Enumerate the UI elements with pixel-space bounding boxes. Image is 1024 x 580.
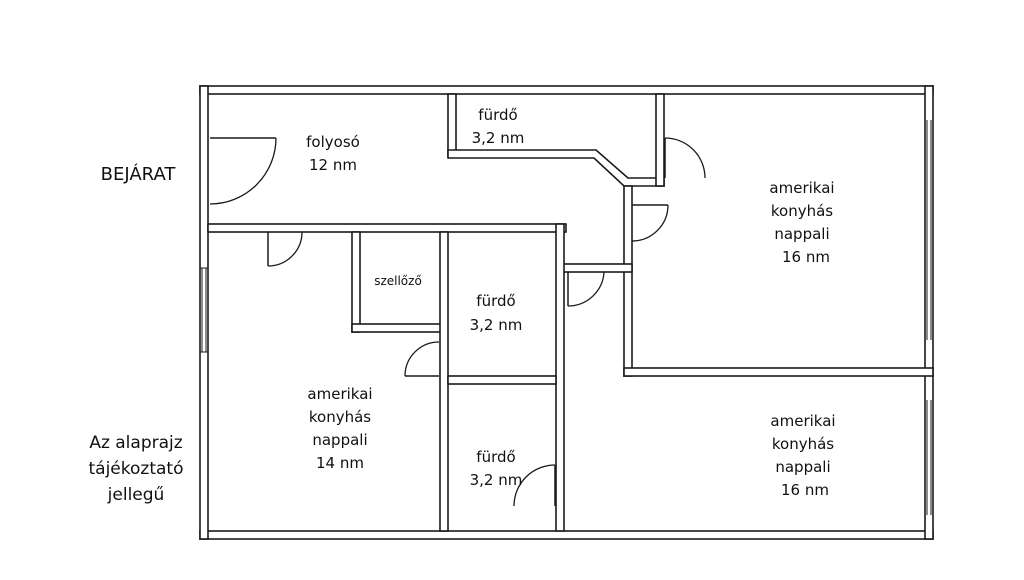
door-living-bottom-right — [567, 271, 605, 307]
wall-vent-bottom — [351, 323, 447, 333]
living-left-line-1: amerikai — [307, 385, 372, 403]
living-left-line-2: konyhás — [309, 408, 371, 426]
window-right-top — [926, 120, 932, 340]
outer-walls — [199, 85, 934, 540]
door-living-left — [267, 231, 303, 267]
wall-right — [924, 85, 934, 540]
bath-bottom-name: fürdő — [476, 448, 515, 466]
living-br-line-2: konyhás — [772, 435, 834, 453]
living-left-line-3: nappali — [312, 431, 367, 449]
living-tr-area: 16 nm — [782, 248, 830, 266]
doors — [209, 137, 706, 507]
interior-walls — [207, 93, 934, 532]
bath-bottom-area: 3,2 nm — [470, 471, 523, 489]
wall-bottom — [199, 530, 934, 540]
hallway-area: 12 nm — [309, 156, 357, 174]
wall-vent-left — [351, 231, 361, 333]
wall-bath-top-bottom — [447, 149, 665, 187]
living-br-area: 16 nm — [781, 481, 829, 499]
room-label-bath-bottom: fürdő 3,2 nm — [470, 448, 523, 489]
wall-living-tr-bottom — [623, 367, 934, 377]
room-label-living-left: amerikai konyhás nappali 14 nm — [307, 385, 372, 472]
living-tr-line-1: amerikai — [769, 179, 834, 197]
hallway-name: folyosó — [306, 133, 360, 151]
bath-middle-area: 3,2 nm — [470, 316, 523, 334]
wall-bath-top-left — [447, 93, 457, 157]
room-label-hallway: folyosó 12 nm — [306, 133, 360, 174]
door-bath-top — [664, 137, 706, 179]
room-label-bath-middle: fürdő 3,2 nm — [470, 292, 523, 334]
room-label-living-bottom-right: amerikai konyhás nappali 16 nm — [770, 412, 835, 499]
room-label-vent: szellőző — [374, 274, 422, 288]
entrance-label: BEJÁRAT — [100, 164, 176, 185]
note-line-2: tájékoztató — [88, 459, 184, 479]
bath-top-name: fürdő — [478, 106, 517, 124]
bath-middle-name: fürdő — [476, 292, 515, 310]
door-openings — [201, 138, 663, 508]
wall-hallway-bottom — [207, 223, 567, 233]
wall-bath-mid-bottom — [447, 375, 557, 385]
window-right-bottom — [926, 400, 932, 515]
wall-middle-left — [439, 231, 449, 532]
disclaimer-note: Az alaprajz tájékoztató jellegű — [68, 430, 204, 508]
door-entrance — [209, 137, 277, 205]
room-label-living-top-right: amerikai konyhás nappali 16 nm — [769, 179, 834, 266]
windows — [200, 120, 932, 515]
door-living-top-right — [631, 204, 669, 242]
living-tr-line-3: nappali — [774, 225, 829, 243]
living-br-line-1: amerikai — [770, 412, 835, 430]
living-left-area: 14 nm — [316, 454, 364, 472]
door-bath-bottom — [513, 464, 556, 507]
bath-top-area: 3,2 nm — [472, 129, 525, 147]
note-line-1: Az alaprajz — [89, 433, 183, 453]
wall-left — [199, 85, 209, 540]
wall-top — [199, 85, 934, 95]
living-tr-line-2: konyhás — [771, 202, 833, 220]
room-label-bath-top: fürdő 3,2 nm — [472, 106, 525, 147]
note-line-3: jellegű — [107, 485, 165, 505]
door-bath-middle — [404, 341, 440, 377]
window-left — [200, 267, 208, 353]
vent-name: szellőző — [374, 274, 422, 288]
living-br-line-3: nappali — [775, 458, 830, 476]
